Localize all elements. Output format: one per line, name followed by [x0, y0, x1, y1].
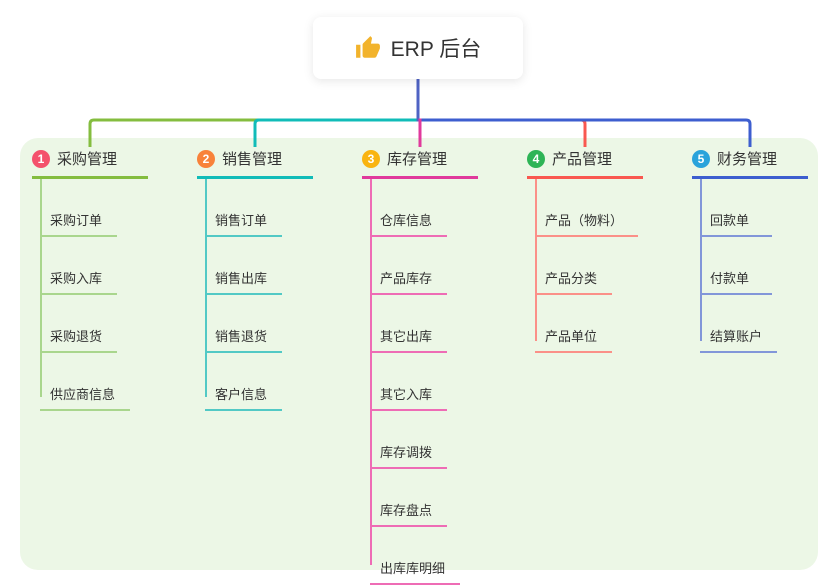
child-node-label: 仓库信息 — [380, 213, 433, 228]
child-node[interactable]: 产品（物料） — [535, 179, 639, 237]
child-node-label: 库存盘点 — [380, 503, 433, 518]
child-node-label: 付款单 — [710, 271, 750, 286]
child-node-label: 出库库明细 — [380, 561, 446, 576]
child-node-label: 产品分类 — [545, 271, 598, 286]
branch-header[interactable]: 1 采购管理 — [32, 148, 148, 179]
branch-children: 采购订单采购入库采购退货供应商信息 — [32, 179, 197, 411]
branch: 4 产品管理 产品（物料） 产品分类产品单位 — [527, 148, 692, 353]
child-node-label: 其它入库 — [380, 387, 433, 402]
child-node-label: 销售出库 — [215, 271, 268, 286]
branch-spine-line — [535, 179, 537, 341]
branch-header[interactable]: 5 财务管理 — [692, 148, 808, 179]
child-node[interactable]: 付款单 — [700, 237, 772, 295]
root-node[interactable]: ERP 后台 — [313, 17, 523, 79]
child-node-label: 采购订单 — [50, 213, 103, 228]
branch-spine-line — [700, 179, 702, 341]
branch-children: 回款单付款单结算账户 — [692, 179, 839, 353]
branch-header[interactable]: 3 库存管理 — [362, 148, 478, 179]
root-label: ERP 后台 — [390, 38, 482, 61]
child-node[interactable]: 产品库存 — [370, 237, 448, 295]
branch-label: 销售管理 — [222, 151, 283, 168]
child-node-label: 采购入库 — [50, 271, 103, 286]
branch-children: 产品（物料） 产品分类产品单位 — [527, 179, 692, 353]
branch-header[interactable]: 2 销售管理 — [197, 148, 313, 179]
child-node[interactable]: 库存盘点 — [370, 469, 448, 527]
branch: 5 财务管理 回款单付款单结算账户 — [692, 148, 839, 353]
child-node[interactable]: 出库库明细 — [370, 527, 461, 585]
child-node[interactable]: 仓库信息 — [370, 179, 448, 237]
child-node[interactable]: 库存调拨 — [370, 411, 448, 469]
branch-children: 销售订单销售出库销售退货客户信息 — [197, 179, 362, 411]
child-node[interactable]: 供应商信息 — [40, 353, 131, 411]
branch-index-badge: 5 — [692, 149, 710, 168]
branch-index-badge: 3 — [362, 149, 380, 168]
child-node[interactable]: 结算账户 — [700, 295, 778, 353]
branch-index-badge: 2 — [197, 149, 215, 168]
branch-label: 产品管理 — [552, 151, 613, 168]
branch: 2 销售管理 销售订单销售出库销售退货客户信息 — [197, 148, 362, 411]
child-node[interactable]: 销售退货 — [205, 295, 283, 353]
branch-spine-line — [370, 179, 372, 565]
child-node[interactable]: 采购入库 — [40, 237, 118, 295]
child-node-label: 销售退货 — [215, 329, 268, 344]
mindmap-canvas — [20, 138, 818, 570]
branch-label: 库存管理 — [387, 151, 448, 168]
child-node[interactable]: 采购退货 — [40, 295, 118, 353]
child-node[interactable]: 产品单位 — [535, 295, 613, 353]
branch: 3 库存管理 仓库信息产品库存其它出库其它入库库存调拨库存盘点出库库明细 — [362, 148, 527, 585]
branch-index-badge: 1 — [32, 149, 50, 168]
child-node[interactable]: 销售订单 — [205, 179, 283, 237]
branch-label: 财务管理 — [717, 151, 778, 168]
child-node[interactable]: 销售出库 — [205, 237, 283, 295]
child-node[interactable]: 其它出库 — [370, 295, 448, 353]
child-node-label: 采购退货 — [50, 329, 103, 344]
child-node[interactable]: 其它入库 — [370, 353, 448, 411]
child-node-label: 销售订单 — [215, 213, 268, 228]
child-node-label: 产品单位 — [545, 329, 598, 344]
branch-header[interactable]: 4 产品管理 — [527, 148, 643, 179]
branch: 1 采购管理 采购订单采购入库采购退货供应商信息 — [32, 148, 197, 411]
thumbs-up-icon — [355, 36, 380, 58]
child-node[interactable]: 产品分类 — [535, 237, 613, 295]
child-node-label: 产品（物料） — [545, 213, 624, 228]
branch-label: 采购管理 — [57, 151, 118, 168]
child-node-label: 产品库存 — [380, 271, 433, 286]
branch-children: 仓库信息产品库存其它出库其它入库库存调拨库存盘点出库库明细 — [362, 179, 527, 585]
child-node[interactable]: 客户信息 — [205, 353, 283, 411]
child-node[interactable]: 回款单 — [700, 179, 772, 237]
child-node-label: 其它出库 — [380, 329, 433, 344]
child-node[interactable]: 采购订单 — [40, 179, 118, 237]
child-node-label: 结算账户 — [710, 329, 763, 344]
branch-spine-line — [40, 179, 42, 397]
child-node-label: 客户信息 — [215, 387, 268, 402]
child-node-label: 库存调拨 — [380, 445, 433, 460]
child-node-label: 回款单 — [710, 213, 750, 228]
branch-index-badge: 4 — [527, 149, 545, 168]
child-node-label: 供应商信息 — [50, 387, 116, 402]
branch-spine-line — [205, 179, 207, 397]
